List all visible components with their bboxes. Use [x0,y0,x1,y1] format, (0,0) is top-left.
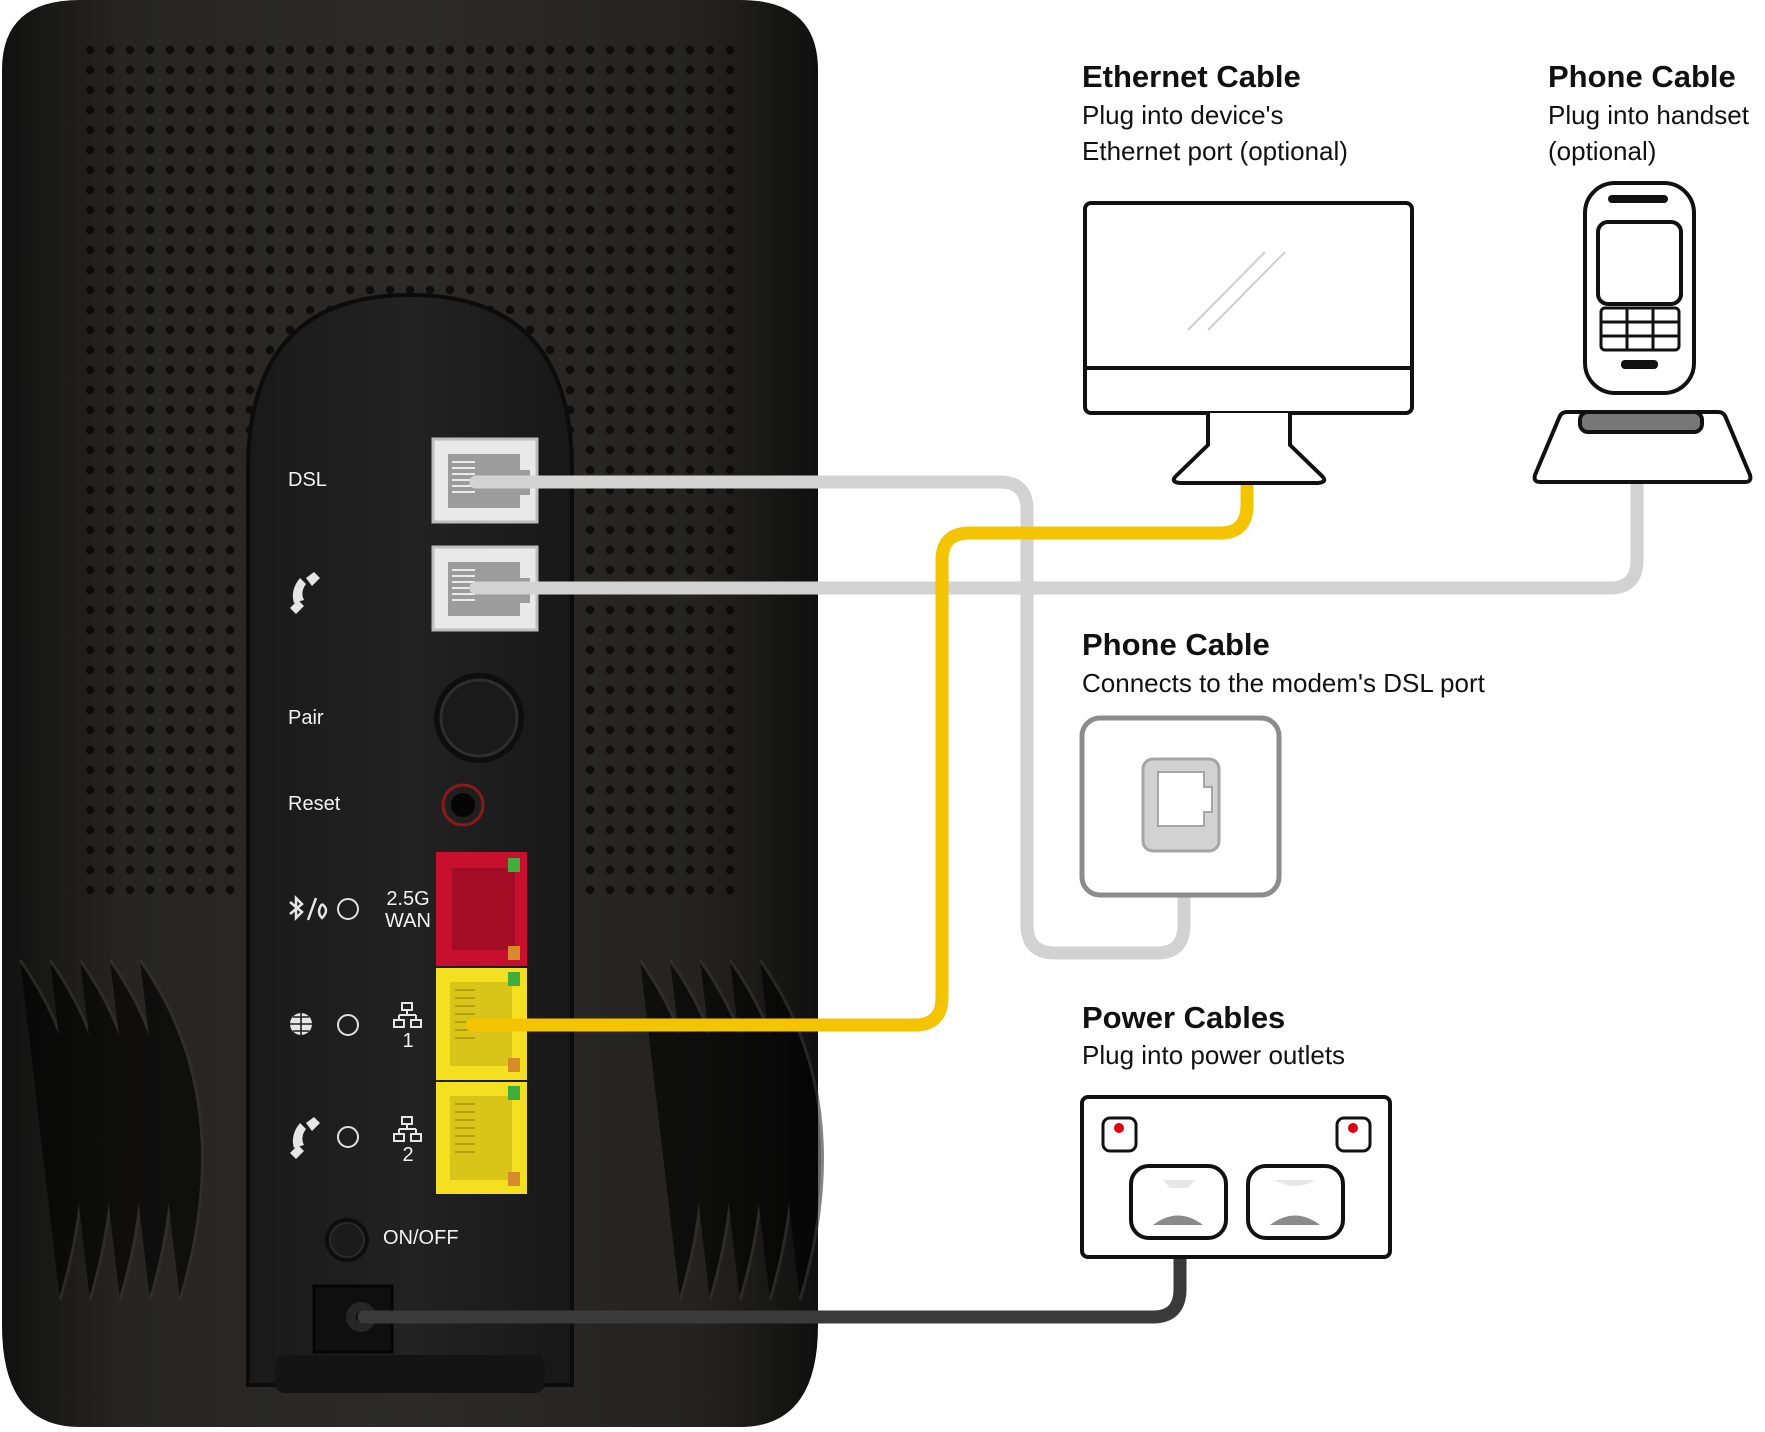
dsl-callout-title: Phone Cable [1082,627,1270,662]
cable-power [357,1198,1187,1324]
onoff-label: ON/OFF [383,1227,459,1249]
phone-icon [290,1117,320,1159]
handset-callout-line2: (optional) [1548,136,1657,166]
lan2-label: 2 [402,1144,414,1166]
lan-port-2 [436,1082,527,1194]
dsl-callout-line1: Connects to the modem's DSL port [1082,668,1485,698]
monitor-icon [1083,201,1414,485]
handset-callout-line1: Plug into handset [1548,100,1749,130]
cable-handset [469,471,1644,595]
wan-label: 2.5G WAN [380,888,436,932]
led-wan [337,898,359,920]
led-internet [337,1014,359,1036]
phone-icon [290,572,320,614]
ethernet-callout-title: Ethernet Cable [1082,59,1301,94]
dsl-label: DSL [288,469,327,491]
lan1-label: 1 [402,1030,414,1052]
cable-ethernet [465,471,1254,1032]
power-outlet-icon [1080,1095,1392,1259]
bluetooth-wps-icon [289,894,328,922]
wan-label-line2: WAN [385,910,431,932]
wan-label-line1: 2.5G [386,888,430,910]
modem [2,0,824,1427]
ethernet-callout-line1: Plug into device's [1082,100,1284,130]
pair-label: Pair [288,707,324,729]
network-icon [393,1002,422,1028]
wan-port [436,852,527,966]
reset-hole [441,783,485,827]
led-phone [337,1126,359,1148]
power-callout-line1: Plug into power outlets [1082,1040,1346,1070]
reset-label: Reset [288,793,341,815]
power-button [325,1218,369,1262]
cable-dsl [469,475,1191,960]
network-icon [393,1116,422,1142]
power-callout-title: Power Cables [1082,1000,1286,1035]
handset-callout-title: Phone Cable [1548,59,1736,94]
pair-button [434,673,524,763]
globe-icon [290,1013,312,1035]
wall-socket-icon [1079,715,1282,898]
ethernet-callout-line2: Ethernet port (optional) [1082,136,1348,166]
cordless-phone-icon [1532,181,1753,484]
